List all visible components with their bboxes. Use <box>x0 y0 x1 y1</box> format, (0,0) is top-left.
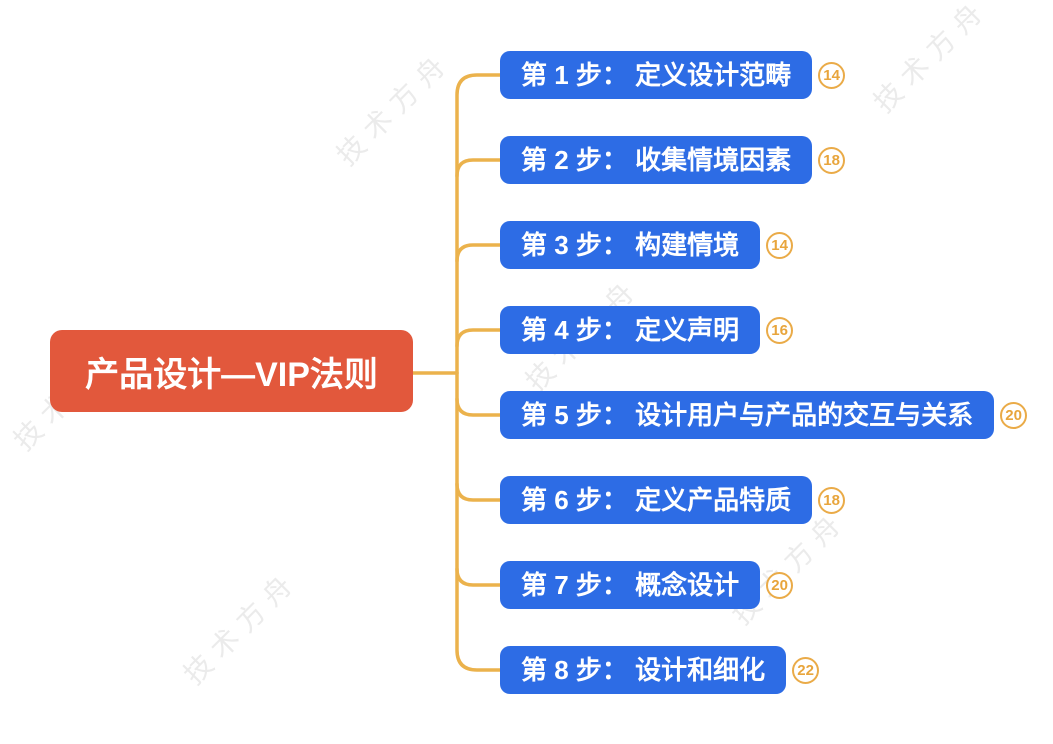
child-count-badge[interactable]: 18 <box>818 486 846 514</box>
child-count-badge[interactable]: 14 <box>818 61 846 89</box>
node-step-7[interactable]: 第 7 步： 概念设计 <box>500 561 761 609</box>
node-step-6[interactable]: 第 6 步： 定义产品特质 <box>500 476 813 524</box>
child-count-badge[interactable]: 18 <box>818 146 846 174</box>
node-row-step-7: 第 7 步： 概念设计 20 <box>500 561 794 609</box>
node-step-5[interactable]: 第 5 步： 设计用户与产品的交互与关系 <box>500 391 995 439</box>
node-step-3[interactable]: 第 3 步： 构建情境 <box>500 221 761 269</box>
node-row-step-8: 第 8 步： 设计和细化 22 <box>500 646 820 694</box>
node-step-1[interactable]: 第 1 步： 定义设计范畴 <box>500 51 813 99</box>
node-row-step-2: 第 2 步： 收集情境因素 18 <box>500 136 846 184</box>
node-row-step-5: 第 5 步： 设计用户与产品的交互与关系 20 <box>500 391 1028 439</box>
child-count-badge[interactable]: 20 <box>1000 401 1028 429</box>
node-row-step-6: 第 6 步： 定义产品特质 18 <box>500 476 846 524</box>
node-row-step-4: 第 4 步： 定义声明 16 <box>500 306 794 354</box>
node-step-4[interactable]: 第 4 步： 定义声明 <box>500 306 761 354</box>
child-count-badge[interactable]: 22 <box>792 656 820 684</box>
node-step-8[interactable]: 第 8 步： 设计和细化 <box>500 646 787 694</box>
child-count-badge[interactable]: 16 <box>766 316 794 344</box>
child-count-badge[interactable]: 14 <box>766 231 794 259</box>
root-node[interactable]: 产品设计—VIP法则 <box>50 330 413 412</box>
node-step-2[interactable]: 第 2 步： 收集情境因素 <box>500 136 813 184</box>
child-count-badge[interactable]: 20 <box>766 571 794 599</box>
node-row-step-3: 第 3 步： 构建情境 14 <box>500 221 794 269</box>
node-row-step-1: 第 1 步： 定义设计范畴 14 <box>500 51 846 99</box>
